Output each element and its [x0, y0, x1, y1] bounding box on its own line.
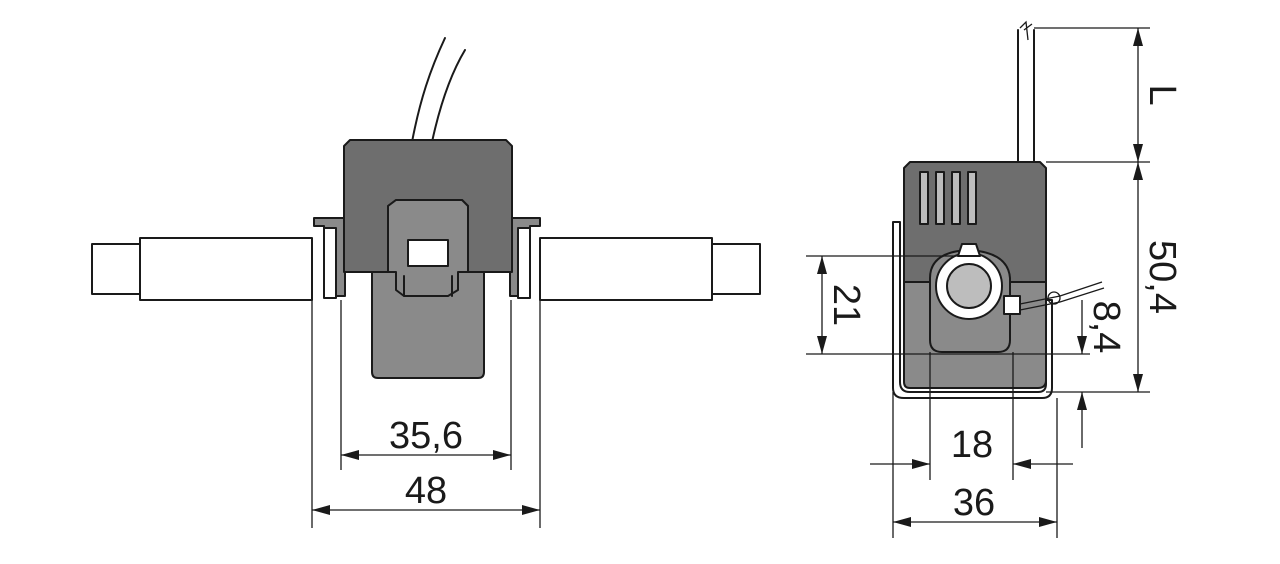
side-top-knob — [957, 243, 981, 257]
side-dim-arrow-L-bottom — [1133, 144, 1143, 162]
front-conductor-left-end — [91, 243, 141, 295]
front-cable-wire-right — [431, 49, 466, 143]
side-dim-arrow-height-top — [1133, 162, 1143, 180]
side-dim-arrow-offset-upper — [1077, 336, 1087, 354]
side-dim-arrow-aperture-bottom — [817, 336, 827, 354]
side-wire-ring — [1047, 291, 1061, 305]
front-latch-notch — [403, 275, 453, 297]
side-dim-arrow-aperture-top — [817, 256, 827, 274]
front-latch-window — [407, 239, 449, 267]
front-clip-right-tab — [517, 227, 531, 299]
front-cable-wire-left — [411, 37, 446, 143]
side-cable-tip — [1019, 20, 1033, 41]
front-dim-arrow-outer-left — [312, 505, 330, 515]
side-rib-4 — [967, 171, 977, 225]
side-dim-arrow-total-left — [893, 517, 911, 527]
front-conductor-right — [539, 237, 713, 301]
side-dim-label-L: L — [1141, 84, 1183, 105]
side-dim-arrow-offset-lower — [1077, 392, 1087, 410]
front-view: 35,6 48 — [91, 37, 761, 528]
side-dim-label-total-width: 36 — [953, 482, 995, 524]
side-rib-1 — [919, 171, 929, 225]
side-dim-label-offset: 8,4 — [1085, 301, 1127, 354]
side-dim-arrow-height-bottom — [1133, 374, 1143, 392]
side-rib-3 — [951, 171, 961, 225]
side-dim-arrow-core-right — [1013, 459, 1031, 469]
side-dim-arrow-core-left — [912, 459, 930, 469]
side-view: L 50,4 21 8,4 18 36 — [806, 20, 1183, 538]
side-dim-arrow-total-right — [1039, 517, 1057, 527]
side-aperture-inner — [946, 263, 992, 309]
front-dim-label-outer: 48 — [405, 470, 447, 512]
side-dim-label-height: 50,4 — [1141, 240, 1183, 314]
side-rib-2 — [935, 171, 945, 225]
front-dim-arrow-inner-left — [341, 450, 359, 460]
front-core-lower — [371, 269, 485, 379]
front-dim-label-inner: 35,6 — [389, 415, 463, 457]
front-conductor-left — [139, 237, 313, 301]
front-clip-left-tab — [323, 227, 337, 299]
side-dim-label-core: 18 — [951, 424, 993, 466]
front-dim-arrow-inner-right — [493, 450, 511, 460]
side-cable-tie — [1003, 295, 1021, 315]
side-dim-arrow-L-top — [1133, 28, 1143, 46]
front-dim-arrow-outer-right — [522, 505, 540, 515]
front-conductor-right-end — [711, 243, 761, 295]
side-dim-label-aperture: 21 — [825, 284, 867, 326]
